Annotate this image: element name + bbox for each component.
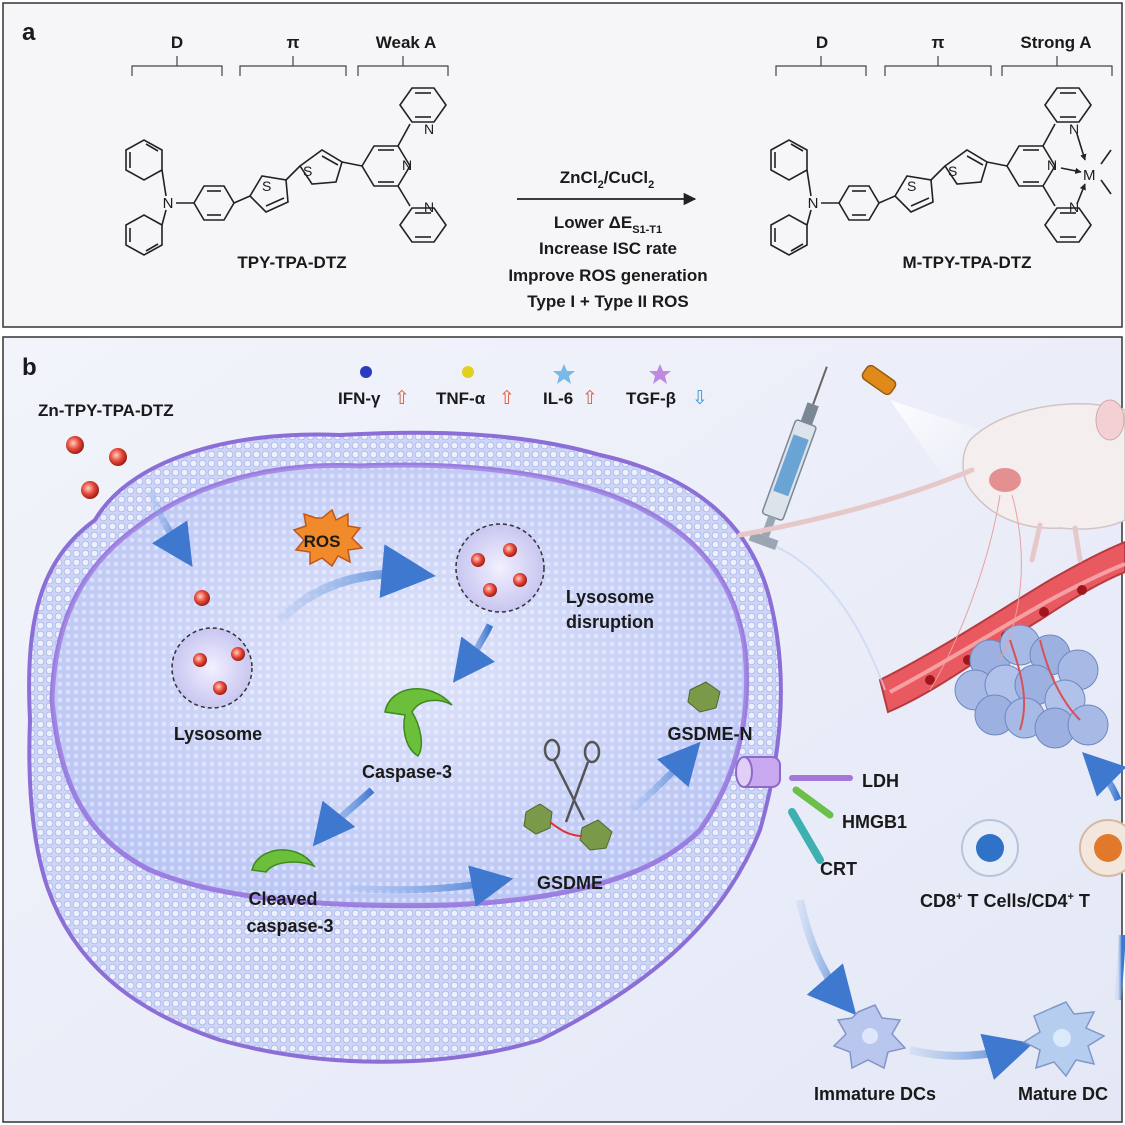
- panel-b-letter: b: [22, 354, 37, 381]
- arrow-to-gsdme: [349, 865, 514, 907]
- svg-text:N: N: [424, 199, 434, 215]
- nanoparticle: [81, 481, 99, 499]
- il-6-star-icon: [553, 364, 575, 384]
- effect-lower-delta-e: Lower ΔES1-T1: [554, 213, 662, 236]
- arrow-to-cleaved: [312, 787, 375, 847]
- svg-text:S: S: [262, 178, 271, 194]
- immature-dc-icon: [832, 1004, 907, 1070]
- tnf-alpha-icon: [462, 366, 474, 378]
- down-arrow-icon: ⇩: [692, 387, 708, 409]
- label-cleaved-2: caspase-3: [246, 916, 333, 936]
- nanoparticle: [109, 448, 127, 466]
- arrow-to-disruption: [276, 544, 436, 624]
- ifn-gamma-icon: [360, 366, 372, 378]
- nanoparticle: [194, 590, 210, 606]
- cytokine-tgf-beta: TGF-β: [626, 389, 676, 408]
- effect-isc-rate: Increase ISC rate: [539, 239, 677, 258]
- label-acceptor-left: Weak A: [376, 33, 436, 52]
- svg-text:S: S: [303, 163, 312, 179]
- cleaved-caspase-icon: [251, 849, 317, 873]
- label-lysosome-disruption-2: disruption: [566, 612, 654, 632]
- label-t-cells: CD8+ T Cells/CD4+ T: [920, 891, 1090, 911]
- svg-text:N: N: [808, 195, 819, 212]
- label-pi-right: π: [931, 33, 944, 52]
- svg-text:S: S: [948, 163, 957, 179]
- gsdme-cleavage: [523, 738, 613, 851]
- cytokine-il-6: IL-6: [543, 389, 573, 408]
- disrupted-lysosome: [455, 523, 545, 613]
- svg-text:N: N: [402, 157, 412, 173]
- panel-b: b IFN-γ ⇧ TNF-α ⇧ IL-6 ⇧ TGF-β ⇩ Zn-TPY-…: [2, 336, 1125, 1123]
- gsdme-pore: [735, 756, 781, 788]
- arrow-to-caspase: [452, 623, 495, 683]
- label-ros: ROS: [304, 532, 341, 551]
- lysosome-vesicle: [171, 627, 253, 709]
- molecule-m-tpy-tpa-dtz: N S S N: [770, 87, 1112, 256]
- molecule-tpy-tpa-dtz: N S S: [125, 87, 447, 256]
- t-cell-icon: [961, 819, 1125, 877]
- label-crt: CRT: [820, 859, 857, 879]
- label-immature-dcs: Immature DCs: [814, 1084, 936, 1104]
- effect-ros-types: Type I + Type II ROS: [527, 292, 688, 311]
- reagent-label: ZnCl2/CuCl2: [560, 168, 654, 191]
- nanoparticle: [66, 436, 84, 454]
- label-gsdme-n: GSDME-N: [668, 724, 753, 744]
- up-arrow-icon: ⇧: [394, 387, 410, 409]
- label-lysosome: Lysosome: [174, 724, 262, 744]
- up-arrow-icon: ⇧: [499, 387, 515, 409]
- effect-ros-generation: Improve ROS generation: [508, 266, 707, 285]
- caspase-3-icon: [384, 688, 453, 758]
- svg-text:S: S: [907, 178, 916, 194]
- drug-label: Zn-TPY-TPA-DTZ: [38, 401, 174, 420]
- braces-right: [775, 56, 1113, 76]
- arrow-to-gsdme-n: [629, 741, 701, 813]
- cytokine-tnf-alpha: TNF-α: [436, 389, 486, 408]
- label-gsdme: GSDME: [537, 873, 603, 893]
- braces-left: [131, 56, 449, 76]
- label-mature-dc: Mature DC: [1018, 1084, 1108, 1104]
- up-arrow-icon: ⇧: [582, 387, 598, 409]
- gsdme-n-icon: [687, 681, 721, 713]
- svg-text:N: N: [424, 121, 434, 137]
- svg-text:N: N: [1047, 157, 1057, 173]
- svg-text:N: N: [163, 195, 174, 212]
- mouse-icon: [737, 399, 1125, 691]
- svg-text:N: N: [1069, 121, 1079, 137]
- cytokine-legend: IFN-γ ⇧ TNF-α ⇧ IL-6 ⇧ TGF-β ⇩: [338, 364, 708, 409]
- cytokine-ifn-gamma: IFN-γ: [338, 389, 381, 408]
- label-caspase-3: Caspase-3: [362, 762, 452, 782]
- compound-name-right: M-TPY-TPA-DTZ: [902, 253, 1031, 272]
- scissors-icon: [543, 738, 601, 823]
- label-acceptor-right: Strong A: [1020, 33, 1091, 52]
- ros-burst-icon: [292, 508, 364, 568]
- label-donor-left: D: [171, 33, 183, 52]
- arrow-to-immature-dc: [796, 899, 857, 1016]
- arrow-to-tumor: [1082, 752, 1125, 802]
- mature-dc-icon: [1022, 1001, 1106, 1078]
- label-lysosome-disruption-1: Lysosome: [566, 587, 654, 607]
- tgf-beta-star-icon: [649, 364, 671, 384]
- label-pi-left: π: [286, 33, 299, 52]
- compound-name-left: TPY-TPA-DTZ: [237, 253, 346, 272]
- crt-icon: [788, 808, 824, 864]
- arrow-to-mature-dc: [909, 1033, 1034, 1080]
- label-donor-right: D: [816, 33, 828, 52]
- syringe-icon: [748, 366, 828, 551]
- panel-a-letter: a: [22, 19, 36, 46]
- tumor-cluster: [954, 624, 1109, 749]
- svg-text:M: M: [1083, 167, 1096, 184]
- label-hmgb1: HMGB1: [842, 812, 907, 832]
- svg-text:N: N: [1069, 199, 1079, 215]
- label-ldh: LDH: [862, 771, 899, 791]
- panel-a: a D π Weak A N: [2, 2, 1123, 328]
- label-cleaved-1: Cleaved: [248, 889, 317, 909]
- tumor-site: [989, 468, 1021, 492]
- uptake-arrow: [146, 488, 193, 568]
- hmgb1-icon: [792, 786, 834, 819]
